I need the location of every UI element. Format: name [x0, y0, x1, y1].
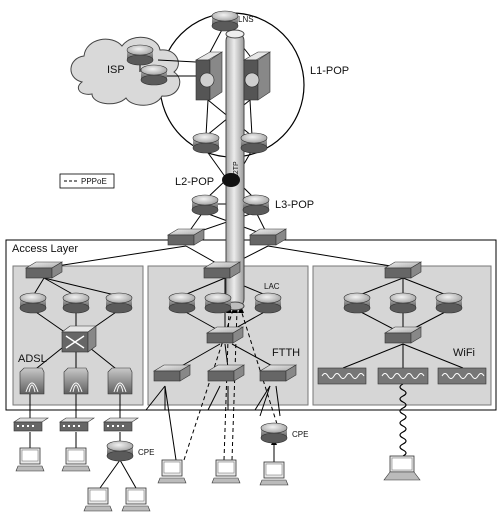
- l3-router-left[interactable]: [191, 194, 219, 216]
- isp-router-2[interactable]: [140, 64, 168, 86]
- wireless-ap-2[interactable]: [377, 367, 429, 385]
- legend-pppoe-label: PPPoE: [81, 177, 107, 186]
- lac-label: LAC: [264, 282, 280, 291]
- l2tp-label: L2TP: [233, 161, 240, 178]
- dist-switch-right[interactable]: [248, 228, 288, 246]
- ftth-access-switch-center[interactable]: [205, 326, 245, 344]
- cpe-left-label: CPE: [138, 448, 154, 457]
- ftth-edge-switch-3[interactable]: [258, 364, 298, 382]
- pc-adsl-1[interactable]: [15, 447, 45, 472]
- wifi-top-switch[interactable]: [383, 261, 423, 279]
- ftth-edge-switch-2[interactable]: [206, 364, 246, 382]
- lac-router[interactable]: [254, 292, 282, 314]
- pc-ftth-3[interactable]: [259, 461, 289, 486]
- pc-adsl-3[interactable]: [83, 487, 113, 512]
- wifi-radio-link: [399, 383, 407, 457]
- pc-ftth-2[interactable]: [211, 459, 241, 484]
- lns-label: LNS: [238, 15, 254, 24]
- l1-router-right[interactable]: [240, 132, 268, 154]
- l2-pop-node: [222, 173, 240, 187]
- dsl-modem-2[interactable]: [59, 417, 95, 432]
- isp-label: ISP: [107, 64, 125, 76]
- ftth-top-switch[interactable]: [202, 261, 242, 279]
- cpe-router-mid[interactable]: [260, 422, 288, 444]
- wifi-router-1[interactable]: [343, 292, 371, 314]
- laptop-wifi[interactable]: [383, 455, 421, 481]
- adsl-top-switch[interactable]: [24, 261, 64, 279]
- adsl-label: ADSL: [18, 353, 47, 365]
- wireless-ap-1[interactable]: [317, 367, 367, 385]
- cpe-router-left[interactable]: [106, 440, 134, 462]
- l3-router-right[interactable]: [242, 194, 270, 216]
- lns-router[interactable]: [211, 10, 239, 32]
- dslam-3[interactable]: [107, 367, 133, 395]
- dist-switch-left[interactable]: [166, 228, 206, 246]
- cpe-mid-label: CPE: [292, 430, 308, 439]
- l1-router-left[interactable]: [192, 132, 220, 154]
- access-layer-label: Access Layer: [12, 243, 78, 255]
- l1-core-switch-left[interactable]: [194, 51, 224, 101]
- atm-switch[interactable]: [61, 325, 97, 353]
- pc-adsl-4[interactable]: [121, 487, 151, 512]
- ftth-edge-switch-1[interactable]: [152, 364, 192, 382]
- l2-pop-label: L2-POP: [175, 176, 214, 188]
- legend: PPPoE: [59, 173, 115, 189]
- ftth-label: FTTH: [272, 347, 300, 359]
- ftth-router-2[interactable]: [204, 292, 232, 314]
- ftth-router-1[interactable]: [168, 292, 196, 314]
- wifi-access-switch[interactable]: [383, 326, 423, 344]
- subscriber-links: [29, 385, 281, 489]
- l1-core-switch-right[interactable]: [242, 51, 272, 101]
- adsl-router-1[interactable]: [19, 292, 47, 314]
- pppoe-dashed-links: [183, 309, 278, 461]
- wifi-label: WiFi: [453, 347, 475, 359]
- wireless-ap-3[interactable]: [437, 367, 487, 385]
- l2tp-tunnel: [225, 29, 245, 311]
- adsl-router-3[interactable]: [105, 292, 133, 314]
- dslam-2[interactable]: [63, 367, 89, 395]
- adsl-router-2[interactable]: [62, 292, 90, 314]
- pc-ftth-1[interactable]: [157, 459, 187, 484]
- dslam-1[interactable]: [19, 367, 45, 395]
- l3-pop-label: L3-POP: [275, 199, 314, 211]
- dsl-modem-3[interactable]: [103, 417, 139, 432]
- isp-router-1[interactable]: [126, 44, 154, 66]
- l1-pop-label: L1-POP: [310, 65, 349, 77]
- dsl-modem-1[interactable]: [13, 417, 49, 432]
- wifi-router-3[interactable]: [435, 292, 463, 314]
- pc-adsl-2[interactable]: [61, 447, 91, 472]
- wifi-router-2[interactable]: [389, 292, 417, 314]
